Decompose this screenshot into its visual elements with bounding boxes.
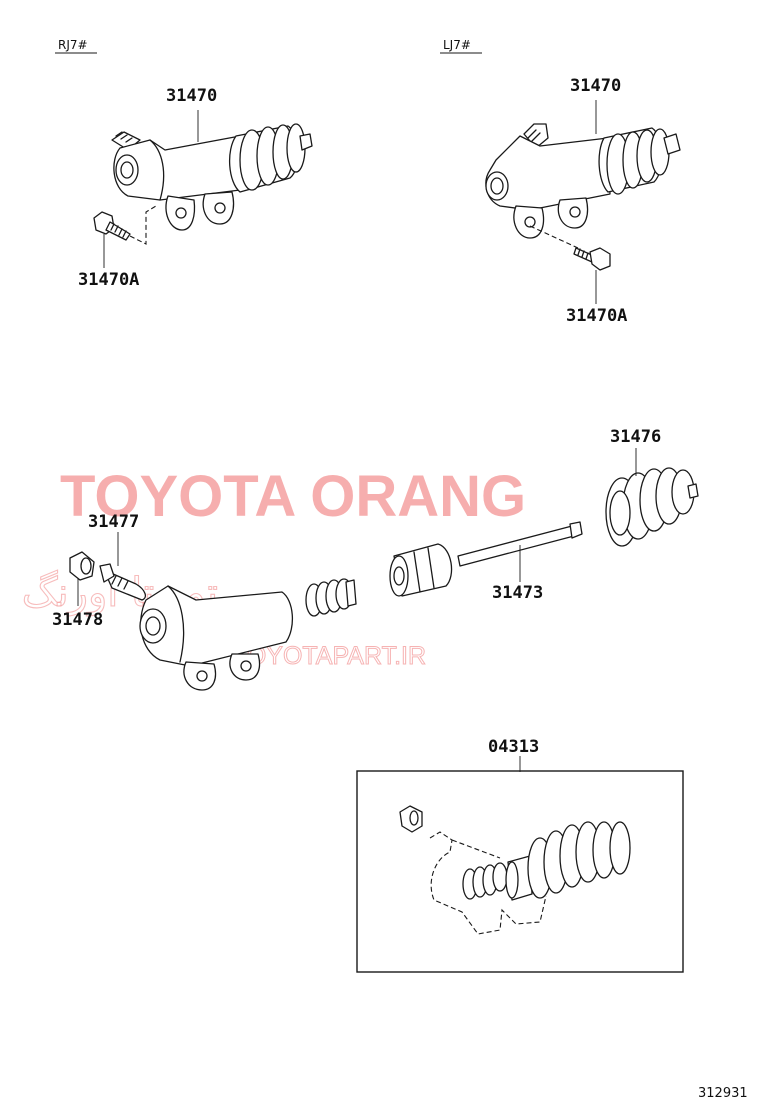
watermark-main: TOYOTA ORANG (60, 464, 526, 529)
spring (305, 578, 357, 617)
bleeder-cap-31478: 31478 (52, 551, 103, 630)
label-04313: 04313 (488, 737, 539, 757)
bolt-left: 31470A (78, 205, 157, 290)
bolt-right: 31470A (529, 225, 627, 326)
boot-31476: 31476 (605, 427, 699, 547)
label-31470-right: 31470 (570, 76, 621, 96)
piston (389, 543, 453, 597)
label-31473: 31473 (492, 583, 543, 603)
label-31470-left: 31470 (166, 86, 217, 106)
label-31478: 31478 (52, 610, 103, 630)
cylinder-body-exploded (139, 585, 293, 691)
diagram-id: 312931 (698, 1086, 748, 1101)
release-cylinder-left: 31470 (111, 86, 313, 231)
variant-left-header: RJ7# (55, 38, 97, 54)
label-31477: 31477 (88, 512, 139, 532)
kit-box (356, 770, 684, 973)
label-31470A-right: 31470A (566, 306, 627, 326)
push-rod-31473: 31473 (457, 521, 583, 603)
release-cylinder-right: 31470 (485, 76, 681, 239)
variant-right-label: LJ7# (443, 38, 471, 52)
label-31476: 31476 (610, 427, 661, 447)
label-31470A-left: 31470A (78, 270, 139, 290)
bleeder-plug-31477: 31477 (88, 512, 147, 601)
variant-left-label: RJ7# (58, 38, 88, 52)
kit-04313: 04313 (356, 737, 684, 973)
variant-right-header: LJ7# (440, 38, 482, 54)
